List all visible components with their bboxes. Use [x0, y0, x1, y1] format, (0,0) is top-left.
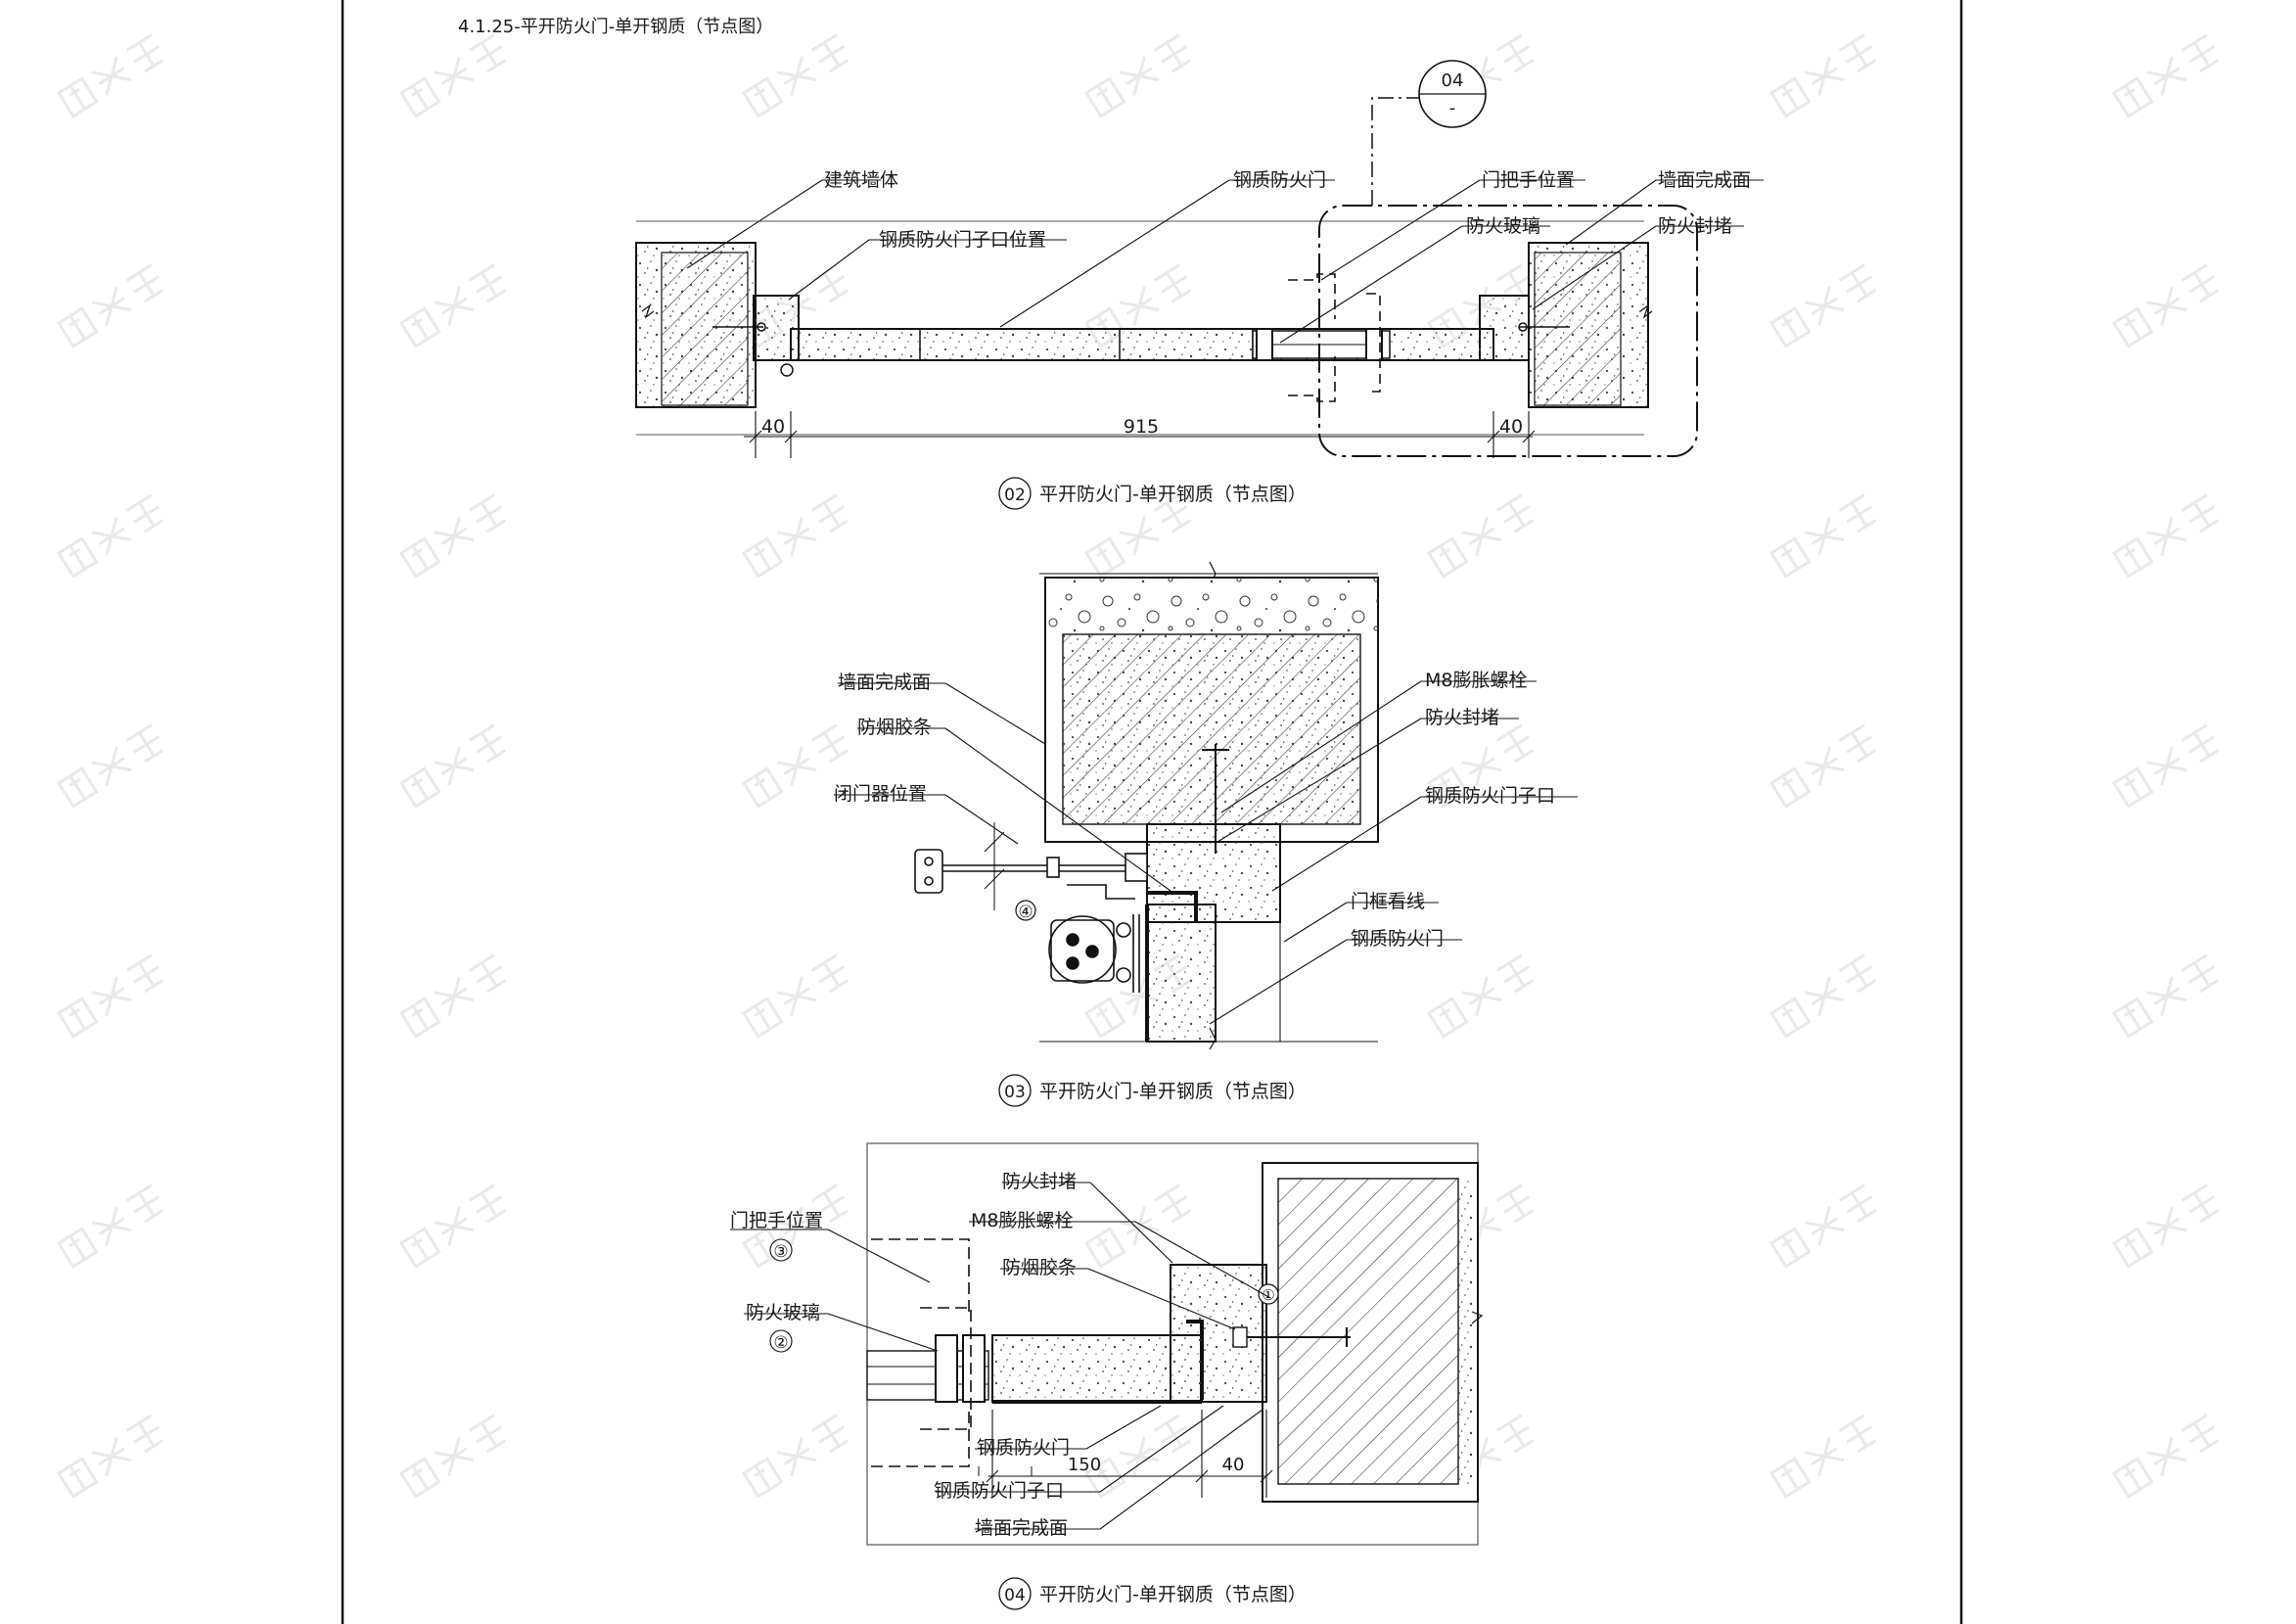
- detail-04-section: ① 150 40: [730, 1142, 1484, 1610]
- detail-02-callout-bottom: -: [1449, 98, 1456, 118]
- detail-03-section: ④ 墙面完成面 防烟胶条 闭门器位置 M8膨胀螺栓 防火封堵 钢质防火门子口 门…: [834, 561, 1578, 1107]
- label-04-smoke-strip: 防烟胶条: [1002, 1257, 1077, 1278]
- label-04-frame: 钢质防火门子口: [934, 1480, 1064, 1502]
- label-03-frame-line: 门框看线: [1351, 891, 1425, 912]
- detail-02-callout-top: 04: [1442, 70, 1464, 91]
- detail-03-number: 03: [1004, 1083, 1026, 1102]
- label-03-door: 钢质防火门: [1351, 928, 1444, 950]
- label-04-glass: 防火玻璃: [746, 1302, 820, 1323]
- label-04-finish: 墙面完成面: [975, 1517, 1068, 1539]
- label-04-handle-ref: ③: [773, 1242, 788, 1262]
- label-03-seal: 防火封堵: [1425, 707, 1499, 728]
- label-02-seal: 防火封堵: [1658, 215, 1732, 237]
- label-03-closer: 闭门器位置: [834, 783, 927, 805]
- label-03-bolt: M8膨胀螺栓: [1425, 670, 1527, 691]
- label-02-handle: 门把手位置: [1482, 169, 1575, 191]
- detail-02-number: 02: [1004, 486, 1026, 505]
- label-03-smoke-strip: 防烟胶条: [857, 717, 932, 738]
- dim-04-b: 40: [1222, 1455, 1245, 1475]
- label-04-bolt: M8膨胀螺栓: [971, 1210, 1073, 1231]
- label-03-finish: 墙面完成面: [838, 672, 931, 693]
- label-04-glass-ref: ②: [773, 1333, 788, 1353]
- sheet-title: 4.1.25-平开防火门-单开钢质（节点图）: [458, 17, 773, 37]
- label-03-closer-ref: ④: [1018, 903, 1033, 922]
- detail-04-title: 平开防火门-单开钢质（节点图）: [1039, 1584, 1307, 1605]
- label-02-door: 钢质防火门: [1233, 169, 1326, 191]
- detail-02-title: 平开防火门-单开钢质（节点图）: [1039, 484, 1307, 505]
- label-02-finish: 墙面完成面: [1658, 169, 1751, 191]
- label-02-wall: 建筑墙体: [824, 169, 898, 191]
- detail-03-title: 平开防火门-单开钢质（节点图）: [1039, 1081, 1307, 1102]
- label-03-frame: 钢质防火门子口: [1425, 785, 1555, 807]
- detail-02-plan: 04 - 建筑墙体 钢质防火门子口位置 钢质防火门 门把手位置 防火玻璃 墙面完…: [635, 60, 1764, 510]
- label-04-handle: 门把手位置: [730, 1210, 823, 1231]
- dim-04-a: 150: [1068, 1455, 1101, 1475]
- label-04-seal: 防火封堵: [1002, 1171, 1077, 1192]
- detail-04-number: 04: [1004, 1586, 1026, 1605]
- label-04-bolt-ref: ①: [1262, 1286, 1274, 1304]
- label-02-glass: 防火玻璃: [1466, 215, 1540, 237]
- detail-02-number-circle: [998, 477, 1032, 510]
- dim-02-left: 40: [761, 416, 785, 438]
- detail-03-number-circle: [998, 1074, 1032, 1107]
- label-02-frame-pos: 钢质防火门子口位置: [879, 229, 1046, 251]
- label-04-door: 钢质防火门: [977, 1437, 1070, 1459]
- dim-02-right: 40: [1499, 416, 1523, 438]
- dim-02-middle: 915: [1124, 416, 1159, 438]
- detail-04-number-circle: [998, 1577, 1032, 1610]
